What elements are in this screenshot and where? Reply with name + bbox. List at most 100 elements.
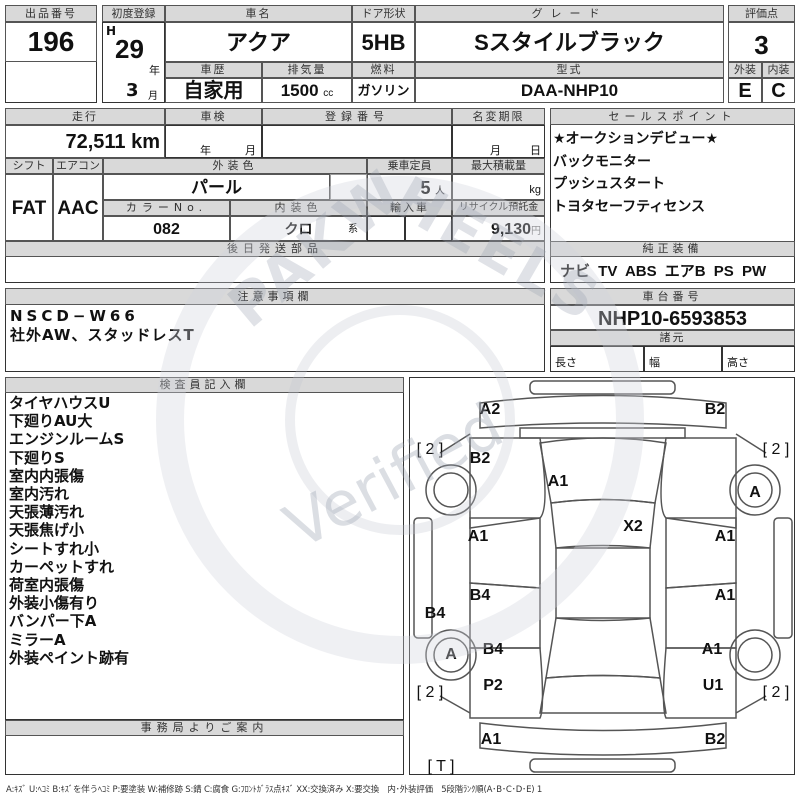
history-label: 車歴 (165, 62, 262, 78)
damage-mark: A (749, 484, 761, 501)
damage-mark: A2 (479, 401, 501, 418)
capacity: 5 (420, 178, 431, 198)
reg-label: 初度登録 (102, 5, 165, 22)
damage-mark: [ 2 ] (416, 441, 444, 458)
score: 3 (728, 22, 795, 62)
inspector-note: タイヤハウスU (9, 394, 111, 412)
capacity-label: 乗車定員 (367, 158, 452, 174)
damage-mark: A1 (714, 528, 736, 545)
spec-length-cell: 長さ (550, 346, 644, 372)
int-color-label: 内装色 (230, 200, 367, 216)
shift: FAT (5, 174, 53, 241)
reg-year: 29 (115, 34, 144, 64)
inspector-note: 室内内張傷 (9, 466, 85, 485)
inspector-note: 天張焦げ小 (9, 521, 85, 540)
damage-mark: A1 (714, 587, 736, 604)
int-score: C (762, 78, 795, 103)
sales-point: トヨタセーフティセンス (553, 198, 706, 215)
inspection-year: 年 (200, 144, 211, 157)
inspector-note: 下廻りS (9, 448, 65, 467)
lot-number: 196 (5, 22, 97, 62)
lot-label: 出品番号 (5, 5, 97, 22)
shift-label: シフト (5, 158, 53, 174)
damage-mark: B2 (469, 450, 491, 467)
damage-mark: P2 (483, 677, 503, 694)
score-label: 評価点 (728, 5, 795, 22)
max-load: kg (452, 174, 545, 200)
recycle-cell: 9,130円 (452, 216, 545, 241)
name-change-day: 日 (530, 144, 541, 157)
damage-mark: A1 (547, 473, 569, 490)
notes-label: 注意事項欄 (5, 288, 545, 305)
reg-era: H (106, 24, 117, 38)
reg-month: 3 (126, 80, 139, 101)
ext-score: E (728, 78, 762, 103)
mileage-label: 走行 (5, 108, 165, 125)
inspector-note: 外装ペイント跡有 (9, 648, 130, 667)
spec-length: 長さ (555, 356, 577, 369)
fuel-label: 燃料 (352, 62, 415, 78)
sales-point: プッシュスタート (553, 176, 665, 192)
import-cell-a (367, 216, 405, 241)
inspector-note: 天張薄汚れ (9, 503, 85, 522)
damage-mark: A1 (467, 528, 489, 545)
inspector-note: 外装小傷有り (9, 594, 100, 613)
max-load-label: 最大積載量 (452, 158, 545, 174)
model-code: DAA-NHP10 (415, 78, 724, 103)
chassis-label: 車台番号 (550, 288, 795, 305)
displacement-unit: cc (323, 88, 334, 99)
spec-width-cell: 幅 (644, 346, 722, 372)
name-change-cell (452, 125, 545, 158)
reg-cell (102, 22, 165, 103)
ext-score-label: 外装 (728, 62, 762, 78)
capacity-unit: 人 (435, 186, 445, 197)
name-change-month: 月 (490, 144, 501, 157)
sales-points-list: ★オークションデビュー★ バックモニター プッシュスタート トヨタセーフティセン… (553, 128, 718, 218)
color-no-label: カラーNo. (103, 200, 230, 216)
equipment: ナビ TV ABS エアB PS PW (560, 263, 767, 280)
note-line: NSCD−W66 (10, 307, 139, 325)
displacement-cell: 1500 cc (262, 78, 352, 103)
damage-mark: B4 (424, 605, 446, 622)
equipment-label: 純正装備 (550, 241, 795, 257)
damage-mark: [ 2 ] (762, 684, 790, 701)
inspector-note: ミラーA (9, 630, 66, 649)
inspection-cell (165, 125, 262, 158)
mileage: 72,511 km (5, 125, 165, 158)
grade-label: グレード (415, 5, 724, 22)
reg-no-label: 登録番号 (262, 108, 452, 125)
damage-mark: [ 2 ] (762, 441, 790, 458)
specs-label: 諸元 (550, 330, 795, 346)
int-color-unit: 系 (348, 224, 358, 235)
notes-text: NSCD−W66 社外AW、スタッドレスT (10, 307, 195, 345)
fuel: ガソリン (352, 78, 415, 103)
inspector-note: バンパー下A (9, 612, 97, 631)
damage-mark: B4 (482, 641, 504, 658)
name-change-label: 名変期限 (452, 108, 545, 125)
legend: A:ｷｽﾞ U:ﾍｺﾐ B:ｷｽﾞを伴うﾍｺﾐ P:要塗装 W:補修跡 S:錆 … (6, 785, 543, 795)
sales-point: ★オークションデビュー★ (553, 131, 719, 147)
ac-label: エアコン (53, 158, 103, 174)
model-label: 型式 (415, 62, 724, 78)
inspector-note: 下廻りAU大 (9, 412, 93, 431)
import-cell-b (405, 216, 452, 241)
inspector-note: 荷室内張傷 (9, 576, 85, 595)
chassis-number: NHP10-6593853 (550, 305, 795, 330)
damage-mark: B2 (704, 401, 726, 418)
sales-points-label: セールスポイント (550, 108, 795, 125)
office-label: 事務局よりご案内 (5, 720, 404, 736)
ext-color-label: 外装色 (103, 158, 367, 174)
sales-point: バックモニター (553, 153, 651, 170)
reg-month-unit: 月 (148, 91, 158, 102)
reg-no-cell (262, 125, 452, 158)
spec-height-cell: 高さ (722, 346, 795, 372)
damage-mark: [ 2 ] (416, 684, 444, 701)
capacity-cell: 5 人 (367, 174, 452, 200)
damage-mark: U1 (702, 677, 724, 694)
inspector-note: カーペットすれ (9, 557, 115, 576)
spec-width: 幅 (649, 356, 660, 369)
damage-mark: [ T ] (427, 758, 455, 775)
damage-mark: B2 (704, 731, 726, 748)
